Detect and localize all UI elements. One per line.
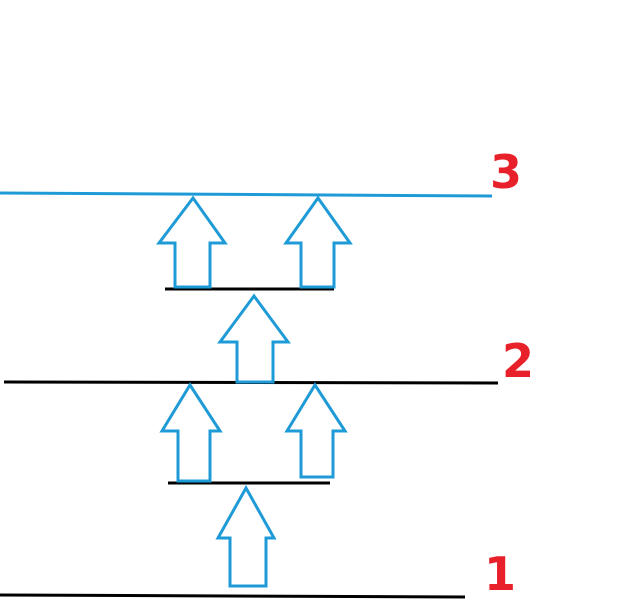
arrow-up-icon [155,195,228,289]
arrow-up-icon [284,382,348,479]
arrow-up-icon [283,195,353,289]
level-1-label: 1 [484,547,516,600]
level-1-line [0,593,466,599]
arrow-up-icon [159,382,223,483]
level-2-label: 2 [502,334,534,388]
level-3-label: 3 [490,145,522,199]
arrow-up-icon [215,484,277,588]
arrow-up-icon [217,293,291,384]
level-3-line [0,191,493,198]
